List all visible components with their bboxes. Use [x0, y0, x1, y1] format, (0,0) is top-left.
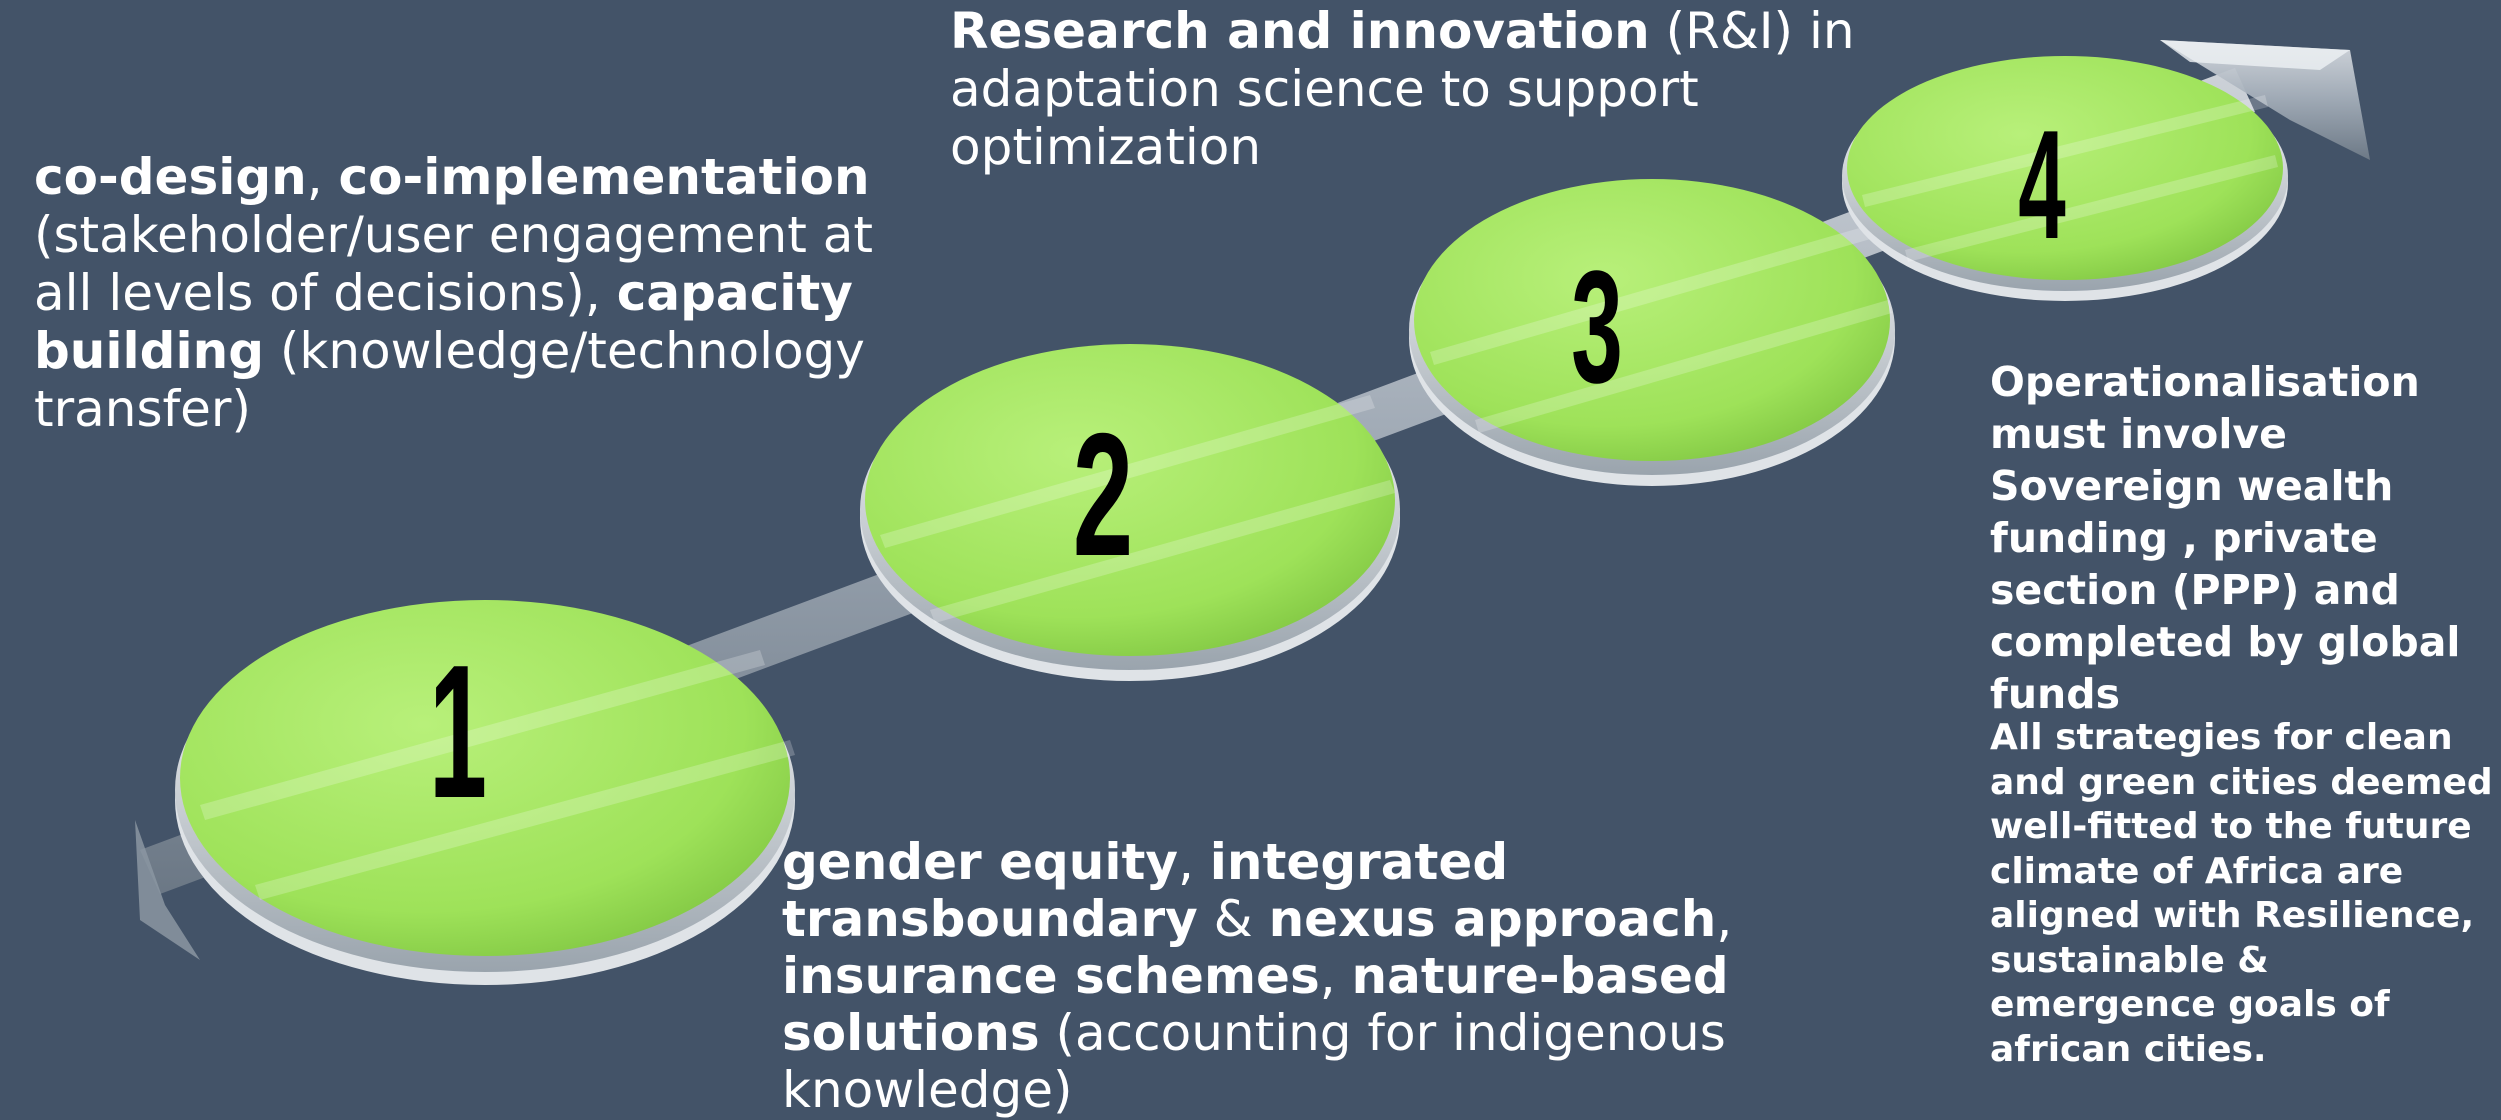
gender-equity-bold: gender equity [782, 833, 1178, 891]
step-number-4: 4 [2018, 98, 2065, 271]
research-detail: (R&I) in adaptation science to support o… [950, 2, 1855, 176]
step-disc-1: 1 [175, 600, 795, 985]
transfer-detail: (knowledge/technology transfer) [34, 322, 865, 438]
coimplementation-bold: co-implementation [338, 148, 870, 206]
operationalisation-heading: Operationalisation must involve Sovereig… [1990, 358, 2461, 718]
nexus-bold: nexus approach [1268, 890, 1717, 948]
nature-based-bold: nature-based solutions [782, 947, 1729, 1062]
indigenous-detail: (accounting for indigenous knowledge) [782, 1004, 1726, 1119]
transboundary-bold: integrated transboundary [782, 833, 1509, 948]
gender-sep-3: , [1716, 890, 1733, 948]
codesign-bold: co-design [34, 148, 307, 206]
step-disc-3: 3 [1409, 179, 1895, 486]
engagement-detail: (stakeholder/user engagement at all leve… [34, 206, 873, 322]
insurance-bold: insurance schemes [782, 947, 1320, 1005]
operationalisation-body: All strategies for clean and green citie… [1990, 717, 2493, 1070]
step-disc-2: 2 [860, 344, 1400, 681]
research-bold: Research and innovation [950, 2, 1650, 60]
gender-text: gender equity, integrated transboundary … [782, 834, 1782, 1119]
gender-sep-1: , [1178, 833, 1210, 891]
step-number-2: 2 [1073, 396, 1133, 592]
step-number-3: 3 [1571, 238, 1623, 417]
step-number-1: 1 [429, 626, 487, 838]
gender-sep-4: , [1319, 947, 1352, 1005]
codesign-sep: , [306, 148, 339, 206]
research-text: Research and innovation (R&I) in adaptat… [950, 2, 1930, 176]
codesign-text: co-design, co-implementation (stakeholde… [34, 148, 894, 438]
gender-sep-2: & [1197, 890, 1269, 948]
step-disc-4: 4 [1842, 56, 2288, 301]
capacity-building-bold: capacity building [34, 264, 853, 380]
